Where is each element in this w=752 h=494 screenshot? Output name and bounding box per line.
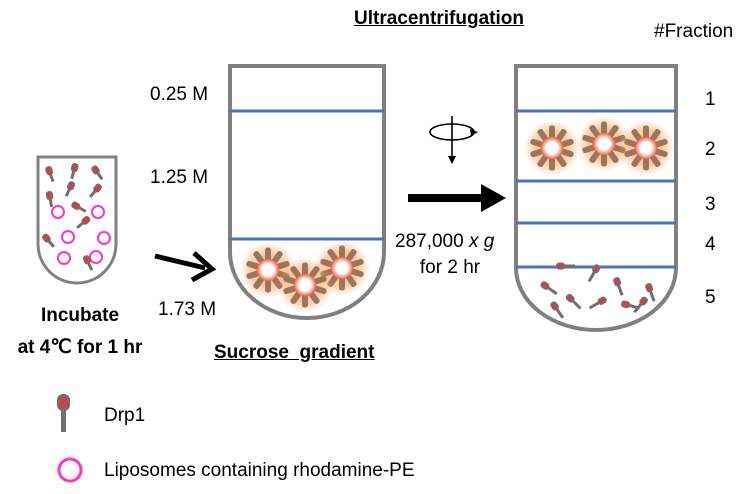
gradient-label: Sucrose gradient <box>214 342 375 363</box>
title: Ultracentrifugation <box>354 8 524 29</box>
drp1-molecule <box>540 281 558 296</box>
fraction-number: 1 <box>705 89 716 110</box>
drp1-molecule <box>633 296 648 314</box>
drp1-molecule <box>89 183 102 198</box>
centrifuge-speed-unit: x g <box>468 231 495 252</box>
centrifuge-speed-value: 287,000 <box>395 231 464 252</box>
fraction-number: 2 <box>705 139 716 160</box>
drp1-molecule <box>45 190 54 208</box>
drp1-liposome-complex <box>524 120 580 176</box>
legend-liposome-label: Liposomes containing rhodamine-PE <box>104 460 415 481</box>
liposome <box>57 251 71 265</box>
drp1-icon <box>57 394 70 432</box>
drp1-molecule <box>587 264 601 283</box>
centrifuge-speed: 287,000 x g <box>395 232 494 251</box>
liposome <box>89 250 103 264</box>
fraction-header: #Fraction <box>654 21 734 42</box>
drp1-liposome-complex <box>618 120 674 176</box>
arrow-icon <box>408 184 506 212</box>
drp1-molecule <box>76 216 91 229</box>
drp1-molecule <box>64 181 76 197</box>
liposome <box>61 230 75 244</box>
liposome <box>51 205 65 219</box>
drp1-molecule <box>613 277 624 296</box>
drp1-molecule <box>42 233 55 248</box>
liposome-icon <box>57 457 83 483</box>
layer-concentration: 1.25 M <box>150 167 209 188</box>
sample-contents <box>42 163 111 271</box>
drp1-molecule <box>71 201 87 213</box>
drp1-molecule <box>45 166 55 182</box>
legend-drp1-label: Drp1 <box>104 405 146 426</box>
layer-concentration: 0.25 M <box>150 84 209 105</box>
incubate-line-1: Incubate <box>40 305 120 326</box>
gradient-complexes <box>240 240 370 313</box>
fraction-number: 5 <box>705 287 716 308</box>
drp1-molecule <box>550 301 565 319</box>
incubate-line-2: at 4℃ for 1 hr <box>17 337 143 358</box>
drp1-liposome-complex <box>277 257 333 313</box>
fraction-number: 4 <box>705 234 716 255</box>
fraction-free-drp1 <box>540 262 656 319</box>
drp1-molecule <box>565 293 582 310</box>
centrifuge-duration: for 2 hr <box>419 257 481 278</box>
liposome <box>97 231 111 245</box>
drp1-molecule <box>645 283 656 302</box>
drp1-molecule <box>556 262 575 270</box>
layer-concentration: 1.73 M <box>158 299 217 320</box>
drp1-molecule <box>82 255 94 271</box>
arrow-icon <box>154 251 217 283</box>
drp1-molecule <box>70 163 79 180</box>
drp1-molecule <box>91 165 104 181</box>
fraction-number: 3 <box>705 194 716 215</box>
fraction-complexes <box>524 116 674 176</box>
rotation-icon <box>429 116 478 164</box>
liposome <box>91 205 105 219</box>
drp1-molecule <box>588 296 607 310</box>
